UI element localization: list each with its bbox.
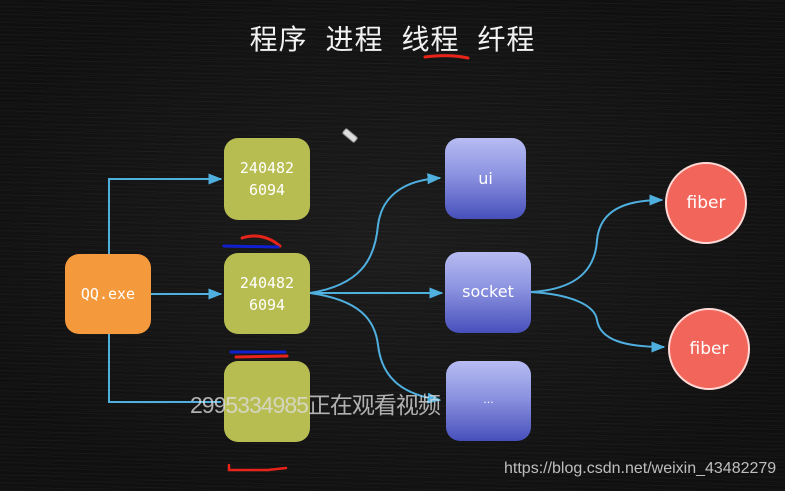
thread-label-ui: ui (478, 169, 493, 188)
process-label-2: 240482 6094 (239, 273, 295, 314)
arrow-process-to-ui (309, 173, 442, 294)
fiber-label-2: fiber (689, 339, 729, 359)
title-word-process: 进程 (325, 23, 384, 56)
fiber-label-1: fiber (686, 193, 726, 213)
slide-title: 程序 进程 线程 纤程 (0, 18, 785, 58)
title-word-thread: 线程 (401, 23, 460, 56)
title-word-program: 程序 (249, 23, 308, 56)
arrow-socket-to-fiber-1 (529, 194, 664, 293)
thread-node-socket: socket (445, 252, 531, 333)
thread-node-ui: ui (445, 138, 526, 219)
process-node-2: 240482 6094 (224, 253, 310, 334)
process-node-1: 240482 6094 (224, 138, 310, 220)
fiber-node-1: fiber (665, 162, 747, 244)
arrow-program-to-process-3 (108, 334, 221, 403)
fiber-node-2: fiber (668, 308, 750, 390)
program-label: QQ.exe (80, 285, 136, 303)
annotation-blue-line-1 (222, 244, 280, 249)
arrow-socket-to-fiber-2 (529, 291, 666, 353)
source-url-watermark: https://blog.csdn.net/weixin_43482279 (504, 460, 777, 477)
process-label-1: 240482 6094 (239, 159, 295, 199)
viewer-watermark: 2995334985正在观看视频 (190, 392, 441, 418)
annotation-red-arc-1 (240, 234, 282, 248)
arrow-process-to-more (309, 292, 442, 404)
process-node-3 (224, 361, 310, 442)
annotation-title-underline (423, 54, 470, 60)
arrow-program-to-process-1 (108, 173, 223, 254)
annotation-red-line-3 (227, 463, 288, 472)
program-node-qq-exe: QQ.exe (65, 254, 151, 334)
thread-label-socket: socket (462, 282, 514, 301)
title-word-fiber: 纤程 (477, 23, 536, 56)
thread-node-more: ... (446, 361, 531, 441)
annotation-red-line-2 (234, 354, 289, 359)
thread-label-more: ... (483, 392, 494, 406)
